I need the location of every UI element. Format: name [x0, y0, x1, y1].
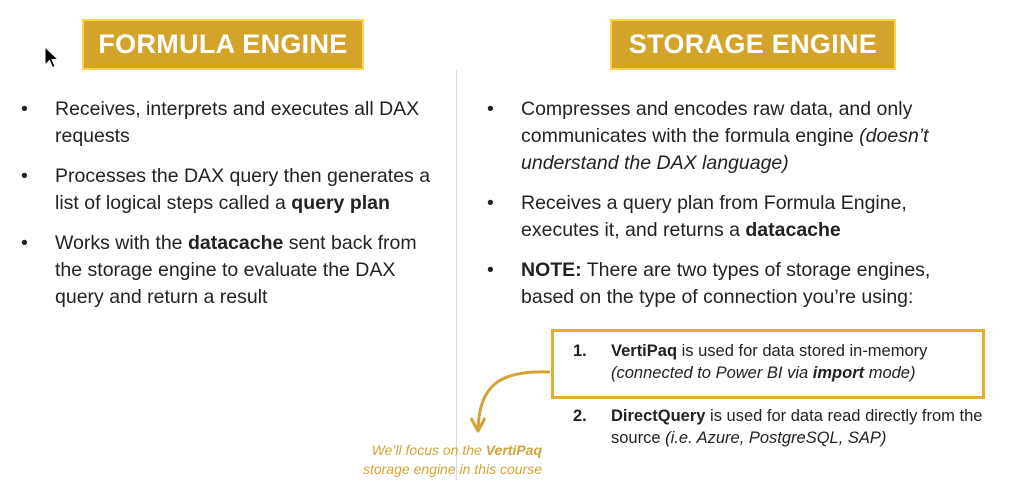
bullet-icon: •: [21, 98, 28, 120]
bullet-icon: •: [487, 98, 494, 120]
storage-engine-title: STORAGE ENGINE: [610, 19, 896, 70]
bullet-icon: •: [487, 192, 494, 214]
list-number: 2.: [573, 407, 587, 425]
list-item: • Receives, interprets and executes all …: [21, 98, 420, 147]
column-divider: [456, 70, 457, 480]
storage-engine-bullet-list: • Compresses and encodes raw data, and o…: [487, 96, 967, 324]
vertipaq-highlight-box: [551, 329, 985, 399]
list-item: • NOTE: There are two types of storage e…: [487, 259, 931, 308]
list-item: • Processes the DAX query then generates…: [21, 165, 431, 214]
bullet-icon: •: [21, 232, 28, 254]
list-item: • Compresses and encodes raw data, and o…: [487, 98, 929, 174]
formula-engine-bullet-list: • Receives, interprets and executes all …: [21, 96, 441, 324]
bullet-icon: •: [21, 165, 28, 187]
mouse-pointer-icon: [44, 46, 60, 69]
list-item: • Receives a query plan from Formula Eng…: [487, 192, 907, 241]
storage-type-vertipaq: 1. VertiPaq is used for data stored in-m…: [573, 342, 928, 382]
curved-arrow-icon: [469, 370, 551, 433]
vertipaq-focus-note: We’ll focus on the VertiPaq storage engi…: [363, 442, 542, 477]
bullet-icon: •: [487, 259, 494, 281]
storage-type-directquery: 2. DirectQuery is used for data read dir…: [573, 407, 983, 447]
list-item: • Works with the datacache sent back fro…: [21, 232, 417, 308]
formula-engine-title: FORMULA ENGINE: [82, 19, 364, 70]
list-number: 1.: [573, 342, 587, 360]
